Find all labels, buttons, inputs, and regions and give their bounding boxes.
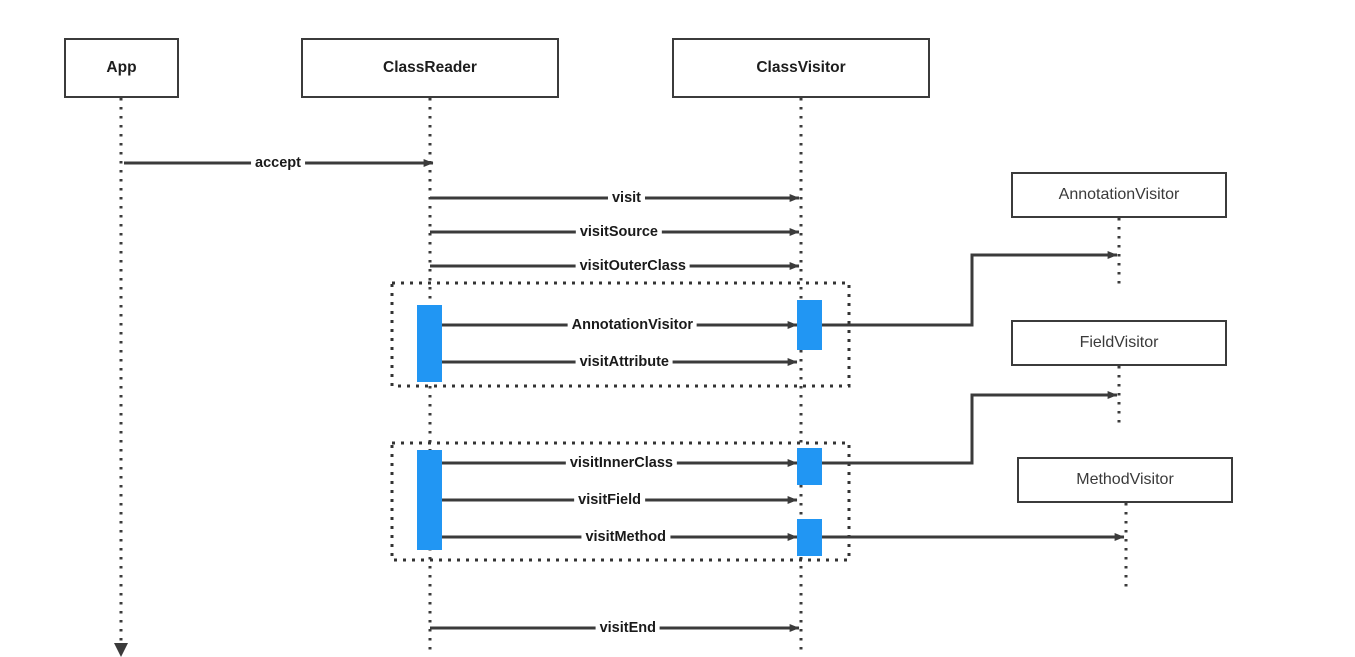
message-arrow-create-annotation-visitor[interactable] [822, 251, 1118, 327]
fragment-annotation-block [390, 281, 851, 388]
visitor-activation-2 [797, 448, 822, 485]
lifeline-end-arrow-app [114, 643, 128, 657]
message-label-visit-outer-class: visitOuterClass [575, 259, 690, 274]
fragment-member-block [390, 441, 851, 562]
message-label-visit-attribute: visitAttribute [575, 355, 673, 370]
participant-head-annotation-visitor[interactable]: AnnotationVisitor [1011, 172, 1227, 218]
participant-head-class-visitor[interactable]: ClassVisitor [672, 38, 930, 98]
reader-activation-1 [417, 305, 442, 382]
message-label-visit-field: visitField [574, 493, 645, 508]
participant-label-class-reader: ClassReader [383, 59, 477, 77]
message-label-visit-end: visitEnd [595, 621, 660, 636]
elbow-messages-layer [822, 251, 1125, 541]
fragments-layer [390, 281, 851, 562]
lifelines-layer [114, 98, 1128, 657]
participant-head-field-visitor[interactable]: FieldVisitor [1011, 320, 1227, 366]
message-label-visit: visit [607, 191, 645, 206]
visitor-activation-3 [797, 519, 822, 556]
participant-head-class-reader[interactable]: ClassReader [301, 38, 559, 98]
participant-head-app[interactable]: App [64, 38, 179, 98]
participant-label-method-visitor: MethodVisitor [1076, 471, 1174, 489]
message-label-visit-method: visitMethod [581, 530, 670, 545]
messages-layer [124, 159, 800, 632]
reader-activation-2 [417, 450, 442, 550]
participant-head-method-visitor[interactable]: MethodVisitor [1017, 457, 1233, 503]
message-label-visit-source: visitSource [575, 225, 662, 240]
message-arrow-create-field-visitor[interactable] [822, 391, 1118, 465]
participant-label-annotation-visitor: AnnotationVisitor [1058, 186, 1180, 204]
message-label-annotation-visitor-msg: AnnotationVisitor [567, 318, 697, 333]
participant-label-app: App [106, 59, 137, 77]
message-label-visit-inner-class: visitInnerClass [565, 456, 677, 471]
participant-label-field-visitor: FieldVisitor [1079, 334, 1159, 352]
message-label-accept: accept [251, 156, 305, 171]
participant-label-class-visitor: ClassVisitor [756, 59, 846, 77]
visitor-activation-1 [797, 300, 822, 350]
